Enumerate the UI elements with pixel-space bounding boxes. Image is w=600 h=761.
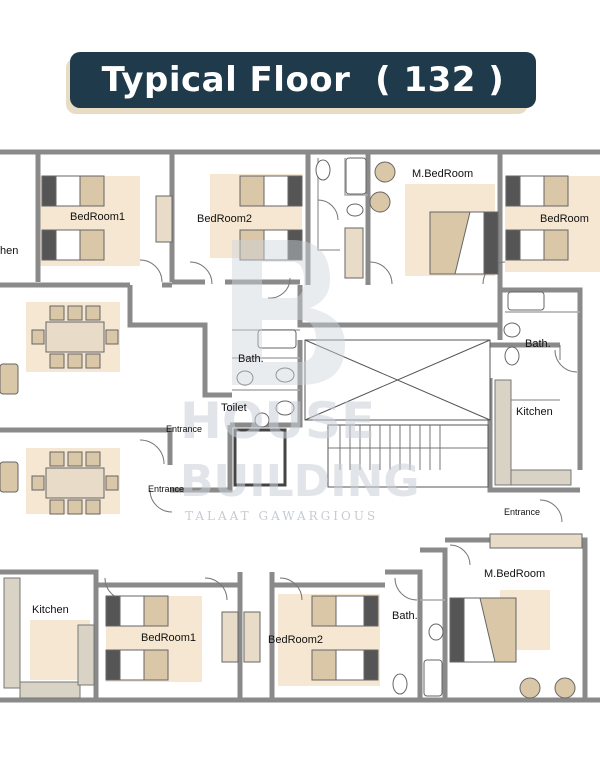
bed-icon xyxy=(105,595,169,627)
armchair-icon xyxy=(369,191,391,213)
doors xyxy=(104,199,578,601)
walls xyxy=(0,149,600,703)
page-title: Typical Floor ( 132 ) xyxy=(101,60,505,100)
room-label: Kitchen xyxy=(32,604,69,616)
room-label: BedRoom1 xyxy=(141,632,196,644)
bed-icon xyxy=(105,649,169,681)
sink-icon xyxy=(428,623,444,641)
dining-table-icon xyxy=(31,305,119,369)
bed-icon xyxy=(41,175,105,207)
sanitary-fixtures xyxy=(236,157,545,697)
toilet-icon xyxy=(392,673,408,695)
armchair-icon xyxy=(554,677,576,699)
watermark-sub: TALAAT GAWARGIOUS xyxy=(185,509,378,523)
room-label: Bath. xyxy=(392,610,418,622)
sink-icon xyxy=(254,412,270,428)
room-label: BedRoom xyxy=(540,213,589,225)
toilet-icon xyxy=(315,159,331,181)
bathtub-icon xyxy=(345,157,367,195)
room-label: Kitchen xyxy=(516,406,553,418)
bed-icon xyxy=(239,175,303,207)
room-label: Entrance xyxy=(166,424,202,434)
double-bed-icon xyxy=(449,597,517,663)
title-banner-box: Typical Floor ( 132 ) xyxy=(70,52,536,108)
bed-icon xyxy=(311,595,379,627)
toilet-icon xyxy=(275,400,295,416)
bathtub-icon xyxy=(423,659,443,697)
wardrobe-icon xyxy=(489,533,583,549)
room-label: Entrance xyxy=(504,507,540,517)
double-bed-icon xyxy=(429,211,499,275)
room-label: hen xyxy=(0,245,18,257)
wardrobe-icon xyxy=(221,611,239,663)
watermark: HOUSE BUILDING TALAAT GAWARGIOUS xyxy=(180,240,420,523)
armchair-icon xyxy=(0,363,19,395)
kitchen-counters xyxy=(3,379,572,699)
room-label: BedRoom1 xyxy=(70,211,125,223)
room-label: Toilet xyxy=(221,402,247,414)
room-label: BedRoom2 xyxy=(197,213,252,225)
bathtub-icon xyxy=(257,329,297,349)
room-label: Entrance xyxy=(148,484,184,494)
room-label: BedRoom2 xyxy=(268,634,323,646)
watermark-line2: BUILDING xyxy=(180,456,420,507)
sink-icon xyxy=(503,322,521,338)
stair-core xyxy=(233,339,491,488)
bed-icon xyxy=(239,229,303,261)
dining-table-icons xyxy=(31,305,119,515)
bed-icon xyxy=(505,229,569,261)
toilet-icon xyxy=(275,367,295,383)
dining-table-icon xyxy=(31,451,119,515)
room-labels: BedRoom1 BedRoom2 M.BedRoom BedRoom hen … xyxy=(0,168,589,646)
armchair-icon xyxy=(374,161,396,183)
bed-icons xyxy=(41,175,569,681)
room-label: Bath. xyxy=(238,353,264,365)
bed-icon xyxy=(505,175,569,207)
sink-icon xyxy=(346,203,364,217)
watermark-line1: HOUSE xyxy=(180,392,375,450)
room-label: M.BedRoom xyxy=(412,168,473,180)
bed-icon xyxy=(41,229,105,261)
sink-icon xyxy=(236,370,254,386)
wardrobe-icon xyxy=(243,611,261,663)
armchair-icon xyxy=(519,677,541,699)
armchair-icon xyxy=(0,461,19,493)
watermark-logo-icon xyxy=(232,240,345,385)
seating-icons xyxy=(0,161,583,699)
room-label: M.BedRoom xyxy=(484,568,545,580)
bed-icon xyxy=(311,649,379,681)
toilet-icon xyxy=(504,346,520,366)
room-label: Bath. xyxy=(525,338,551,350)
wardrobe-icon xyxy=(344,227,364,279)
title-banner: Typical Floor ( 132 ) xyxy=(66,52,536,114)
bathtub-icon xyxy=(507,291,545,311)
wardrobe-icon xyxy=(155,195,173,243)
